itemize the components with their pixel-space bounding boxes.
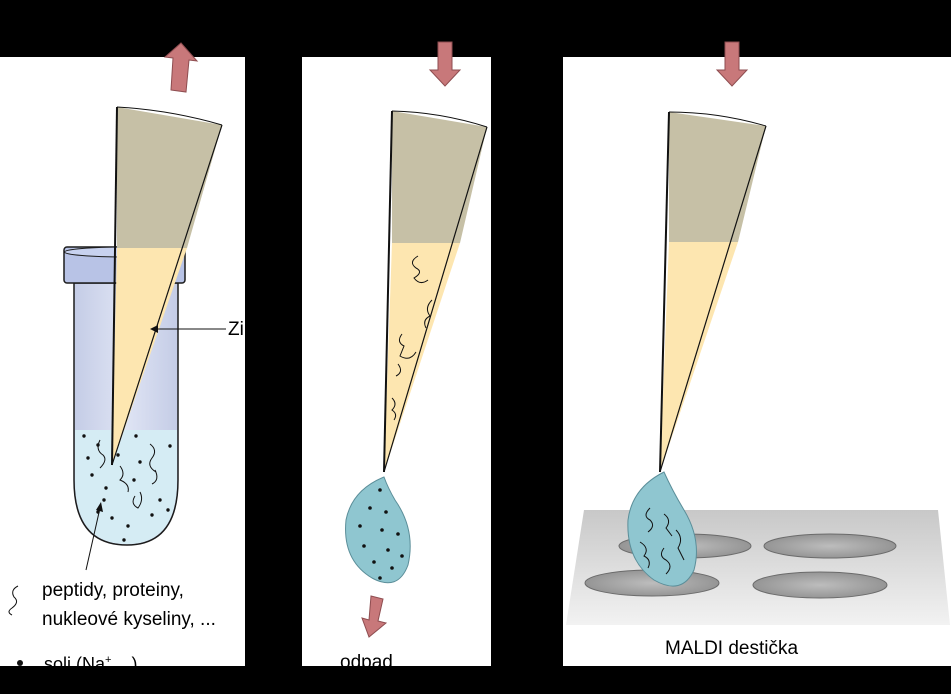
ziptip-pipette-tip — [111, 106, 223, 466]
arrow-down-icon — [715, 41, 749, 87]
legend-molecules-line1: peptidy, proteiny, — [42, 580, 184, 601]
panel1-graphics — [8, 42, 226, 666]
bound-molecules — [391, 255, 433, 421]
panel3-graphics — [566, 41, 950, 625]
ziptip-pointer-arrow — [150, 325, 226, 333]
legend-salts-superscript: + — [105, 654, 112, 666]
molecule-squiggles — [97, 439, 158, 509]
legend-molecules-line2: nukleové kyseliny, ... — [42, 609, 216, 630]
arrow-down-icon — [428, 41, 462, 87]
molecule-legend-icon — [8, 585, 19, 616]
elution-solvent-label: 50% ACN — [696, 14, 779, 36]
legend-salts: soli (Na+,...) — [44, 654, 137, 675]
arrow-down-waste-icon — [361, 595, 388, 638]
ziptip-label: ZipTip — [228, 319, 281, 340]
washing-pipette-tip — [383, 110, 488, 473]
molecules-pointer-arrow — [85, 502, 103, 571]
panel2-graphics — [345, 41, 488, 638]
elution-pipette-tip — [659, 111, 767, 473]
solvent-rest: O/ TFA — [432, 12, 494, 34]
legend-salts-text: soli (Na — [44, 654, 106, 674]
maldi-plate — [566, 510, 950, 625]
solvent-h: H — [412, 12, 427, 34]
waste-drop — [345, 476, 411, 584]
salt-legend-icon — [17, 660, 23, 666]
washing-solvent-label: H2O/ TFA — [412, 12, 493, 38]
eluted-drop — [627, 471, 697, 587]
solvent-subscript: 2 — [426, 23, 433, 37]
arrow-up-icon — [163, 42, 199, 93]
legend-salts-suffix: ,...) — [111, 654, 138, 674]
maldi-plate-label: MALDI destička — [665, 638, 799, 659]
waste-label: odpad — [340, 652, 393, 673]
